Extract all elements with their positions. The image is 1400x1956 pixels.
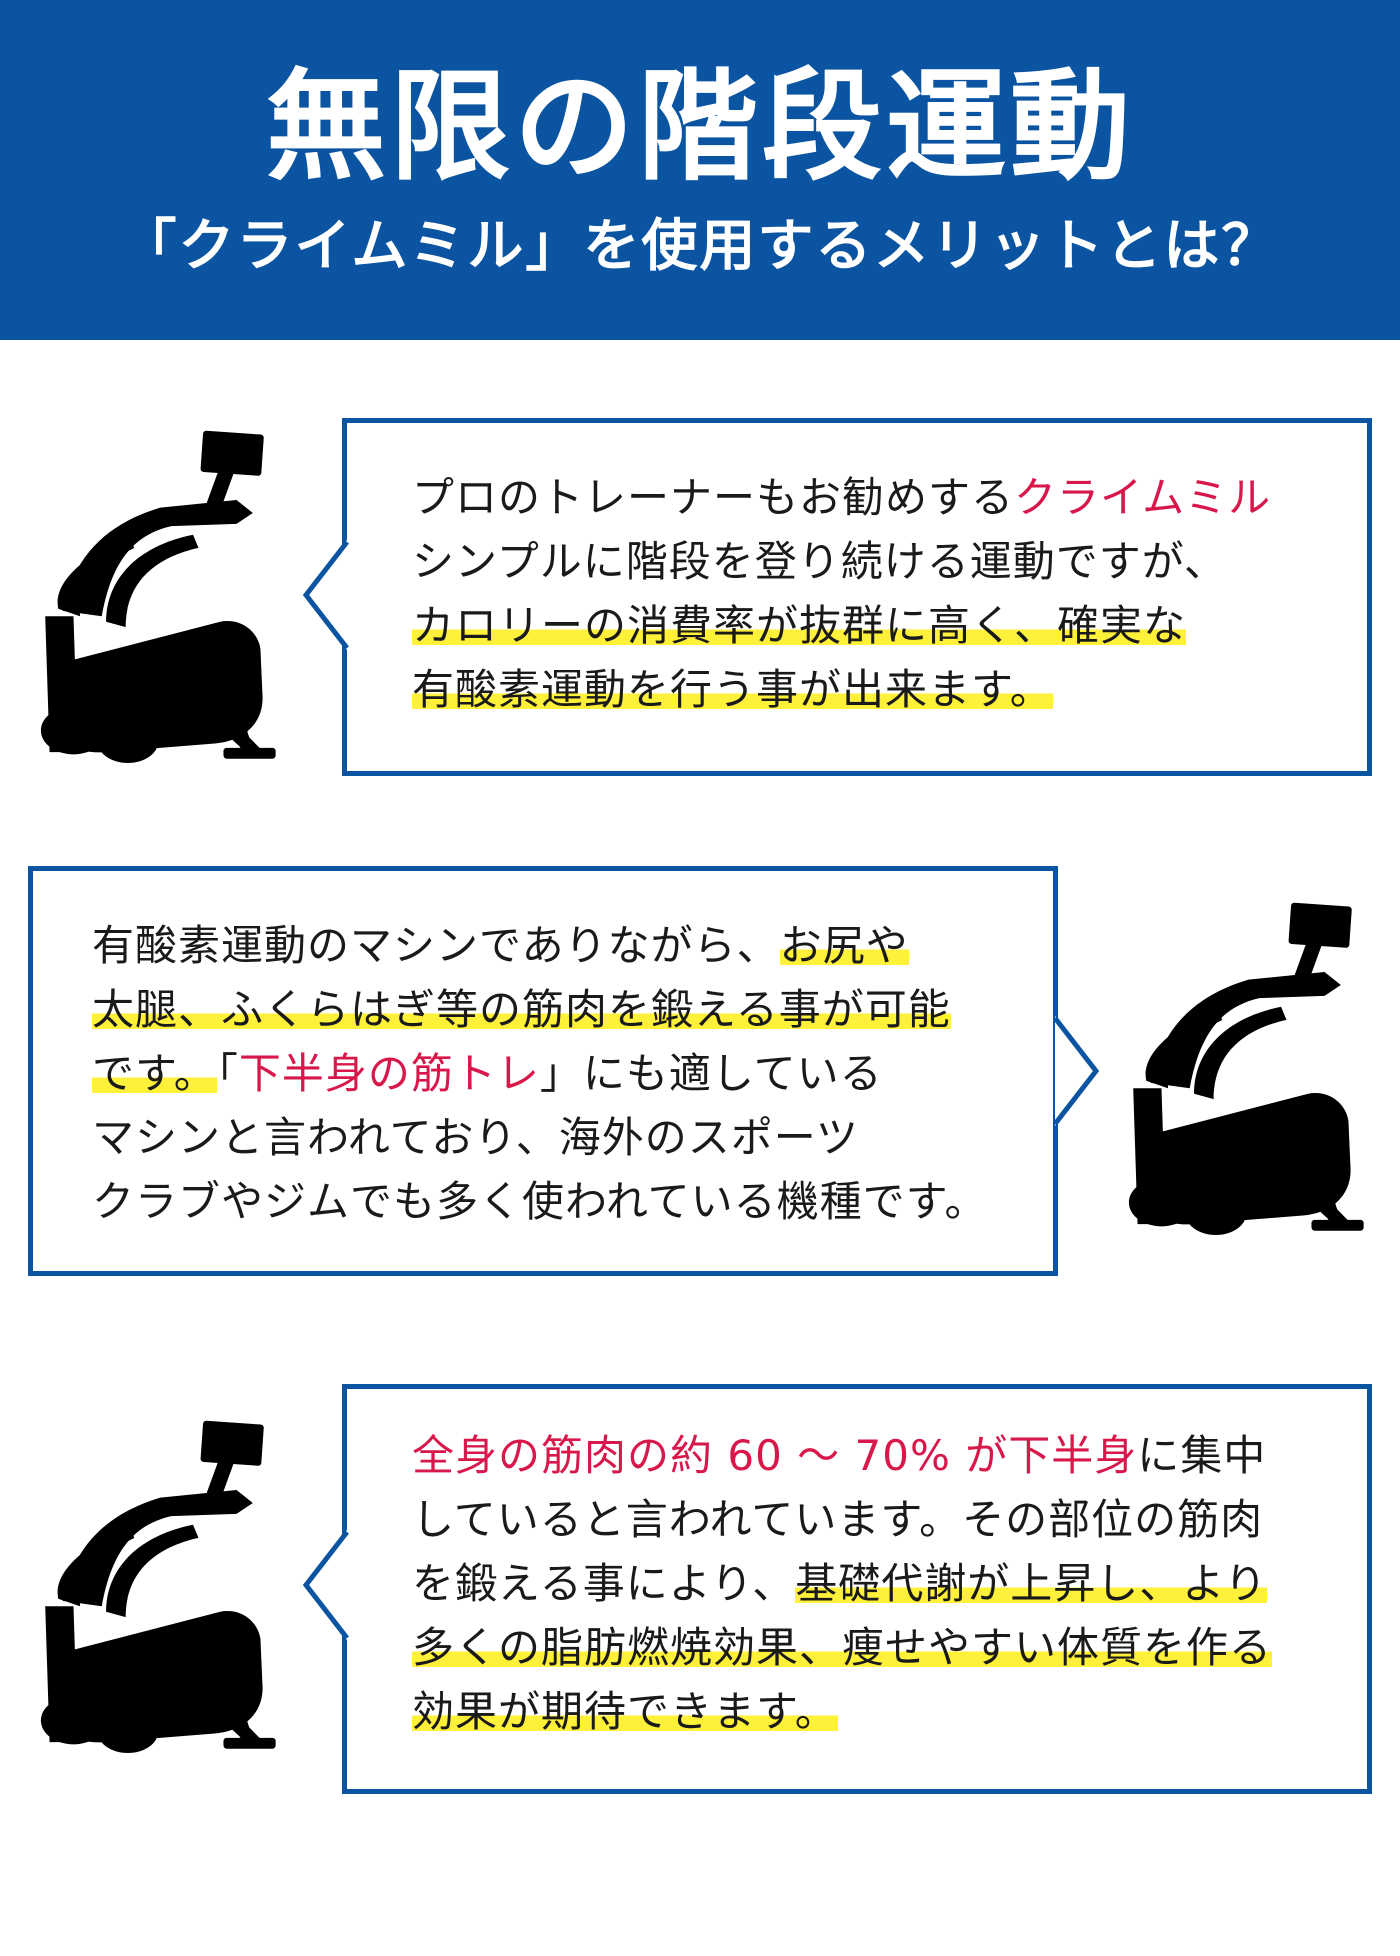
text-line: 全身の筋肉の約 60 〜 70% が下半身に集中 [412, 1431, 1267, 1480]
highlighted-text: お尻や [779, 921, 909, 970]
accent-product-name: クライムミル [1014, 473, 1272, 522]
highlighted-text: です。 [92, 1049, 217, 1098]
speech-bubble-1 [342, 418, 1372, 776]
text-line: 太腿、ふくらはぎ等の筋肉を鍛える事が可能 [92, 978, 987, 1042]
highlighted-text: 多くの脂肪燃焼効果、痩せやすい体質を作る [412, 1623, 1273, 1672]
highlighted-text: 基礎代謝が上昇し、より [795, 1559, 1268, 1608]
highlighted-text: 有酸素運動を行う事が出来ます。 [412, 665, 1053, 714]
text-line: していると言われています。その部位の筋肉 [412, 1495, 1264, 1544]
section-3-text: 全身の筋肉の約 60 〜 70% が下半身に集中 していると言われています。その… [412, 1424, 1273, 1744]
stair-machine-icon [40, 430, 276, 764]
bubble-tail-1 [302, 540, 349, 650]
bubble-tail-3 [302, 1530, 349, 1640]
highlighted-text: 効果が期待できます。 [412, 1687, 838, 1736]
section-2-text: 有酸素運動のマシンでありながら、お尻や 太腿、ふくらはぎ等の筋肉を鍛える事が可能… [92, 914, 987, 1234]
text-line: プロのトレーナーもお勧めするクライムミル [412, 473, 1272, 522]
accent-text: 下半身の筋トレ [238, 1049, 540, 1098]
accent-text: 全身の筋肉の約 60 〜 70% が下半身 [412, 1431, 1138, 1480]
text-line: です。「下半身の筋トレ」にも適している [92, 1049, 883, 1098]
text-line: 多くの脂肪燃焼効果、痩せやすい体質を作る [412, 1616, 1273, 1680]
text-line: カロリーの消費率が抜群に高く、確実な [412, 594, 1271, 658]
stair-machine-icon [1128, 902, 1364, 1236]
bubble-tail-2 [1053, 1016, 1100, 1126]
text-line: シンプルに階段を登り続ける運動ですが、 [412, 537, 1227, 586]
text-line: マシンと言われており、海外のスポーツ [92, 1113, 859, 1162]
text-line: 効果が期待できます。 [412, 1680, 1272, 1744]
section-1-text: プロのトレーナーもお勧めするクライムミル シンプルに階段を登り続ける運動ですが、… [412, 466, 1271, 722]
text-line: 有酸素運動のマシンでありながら、お尻や [92, 921, 909, 970]
page-title: 無限の階段運動 [266, 58, 1134, 197]
header-banner: 無限の階段運動 「クライムミル」を使用するメリットとは？ [0, 0, 1400, 340]
text-line: クラブやジムでも多く使われている機種です。 [92, 1177, 988, 1226]
stair-machine-icon [40, 1420, 276, 1754]
text-line: 有酸素運動を行う事が出来ます。 [412, 658, 1271, 722]
highlighted-text: 太腿、ふくらはぎ等の筋肉を鍛える事が可能 [92, 985, 951, 1034]
text-line: を鍛える事により、基礎代謝が上昇し、より [412, 1559, 1268, 1608]
highlighted-text: カロリーの消費率が抜群に高く、確実な [412, 601, 1187, 650]
page-subtitle: 「クライムミル」を使用するメリットとは？ [120, 214, 1280, 279]
